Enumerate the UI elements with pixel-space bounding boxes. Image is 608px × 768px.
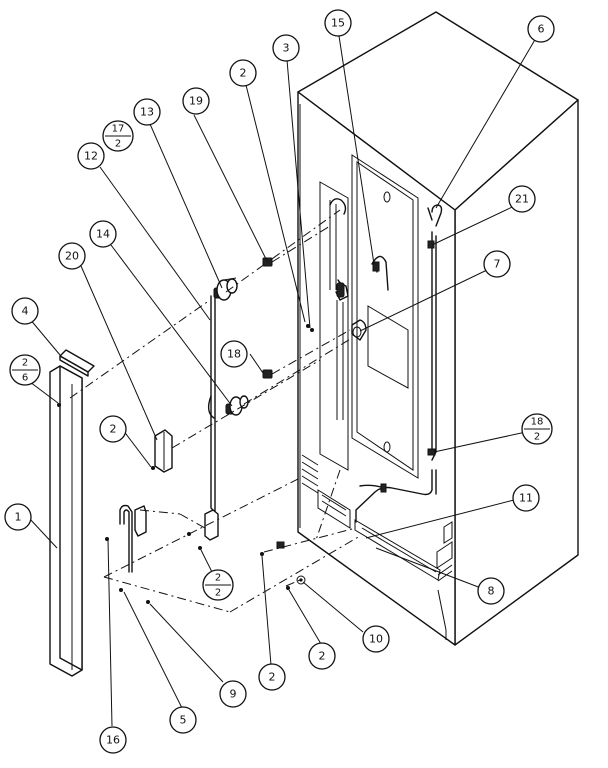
lower-vent <box>301 454 319 494</box>
svg-text:9: 9 <box>230 688 237 701</box>
svg-text:6: 6 <box>538 23 545 36</box>
svg-text:10: 10 <box>369 633 383 646</box>
fraction-callouts: 2 6 17 2 2 2 18 2 <box>9 120 553 601</box>
part-hook <box>119 504 147 573</box>
svg-text:5: 5 <box>180 714 187 727</box>
svg-text:12: 12 <box>84 150 98 163</box>
callout-10: 10 <box>362 625 390 653</box>
svg-text:2: 2 <box>269 671 276 684</box>
svg-text:6: 6 <box>22 373 28 384</box>
svg-text:11: 11 <box>519 492 533 505</box>
callout-15: 15 <box>324 9 352 37</box>
callout-12: 12 <box>77 142 105 170</box>
callout-1: 1 <box>4 503 32 531</box>
svg-text:17: 17 <box>112 124 125 135</box>
callout-2c: 2 <box>258 663 286 691</box>
svg-text:2: 2 <box>319 650 326 663</box>
svg-text:20: 20 <box>65 250 79 263</box>
callout-fraction-18-2: 18 2 <box>521 413 553 445</box>
svg-text:19: 19 <box>189 95 203 108</box>
assembly-lines <box>69 209 361 613</box>
part-bracket <box>154 429 173 473</box>
svg-text:2: 2 <box>110 423 117 436</box>
svg-text:18: 18 <box>227 348 241 361</box>
cabinet <box>297 11 579 646</box>
svg-text:7: 7 <box>494 258 501 271</box>
cabinet-back <box>297 91 456 646</box>
callout-13: 13 <box>133 98 161 126</box>
svg-text:2: 2 <box>240 67 247 80</box>
svg-text:13: 13 <box>140 106 154 119</box>
svg-text:18: 18 <box>531 417 544 428</box>
part-trim-strip <box>49 365 83 677</box>
callout-fraction-2-2: 2 2 <box>202 569 234 601</box>
svg-text:14: 14 <box>96 228 110 241</box>
part-clip-18 <box>262 369 273 379</box>
callout-4: 4 <box>11 297 39 325</box>
svg-text:2: 2 <box>534 432 540 443</box>
rear-panel-plate <box>351 154 419 479</box>
callout-9: 9 <box>219 680 247 708</box>
callout-2a: 2 <box>99 415 127 443</box>
callout-7: 7 <box>483 250 511 278</box>
callout-11: 11 <box>512 484 540 512</box>
tubing <box>276 198 443 585</box>
svg-text:3: 3 <box>283 42 290 55</box>
callout-20: 20 <box>58 242 86 270</box>
rating-label <box>367 305 409 389</box>
callout-fraction-2-6: 2 6 <box>9 354 41 386</box>
svg-text:1: 1 <box>15 511 22 524</box>
callout-18: 18 <box>220 340 248 368</box>
part-handle-bar <box>59 349 95 377</box>
compressor-tray <box>317 489 351 529</box>
callout-21: 21 <box>508 185 536 213</box>
svg-text:2: 2 <box>115 139 121 150</box>
callout-6: 6 <box>527 15 555 43</box>
callout-3: 3 <box>272 34 300 62</box>
svg-text:4: 4 <box>22 305 29 318</box>
callout-2b: 2 <box>229 59 257 87</box>
callout-19: 19 <box>182 87 210 115</box>
callout-14: 14 <box>89 220 117 248</box>
side-vent <box>436 521 453 582</box>
svg-text:16: 16 <box>106 734 120 747</box>
part-harness-bracket <box>204 277 249 541</box>
callout-16: 16 <box>99 726 127 754</box>
svg-text:21: 21 <box>515 193 529 206</box>
callout-2d: 2 <box>308 642 336 670</box>
svg-text:2: 2 <box>215 588 221 599</box>
svg-text:8: 8 <box>488 585 495 598</box>
exploded-parts <box>49 257 290 677</box>
svg-text:15: 15 <box>331 17 345 30</box>
callout-fraction-17-2: 17 2 <box>102 120 134 152</box>
callout-5: 5 <box>169 706 197 734</box>
callouts: 1 2 2 2 2 3 4 5 6 7 8 9 10 11 12 13 14 1… <box>4 9 555 754</box>
callout-8: 8 <box>477 577 505 605</box>
svg-text:2: 2 <box>22 358 28 369</box>
svg-text:2: 2 <box>215 573 221 584</box>
